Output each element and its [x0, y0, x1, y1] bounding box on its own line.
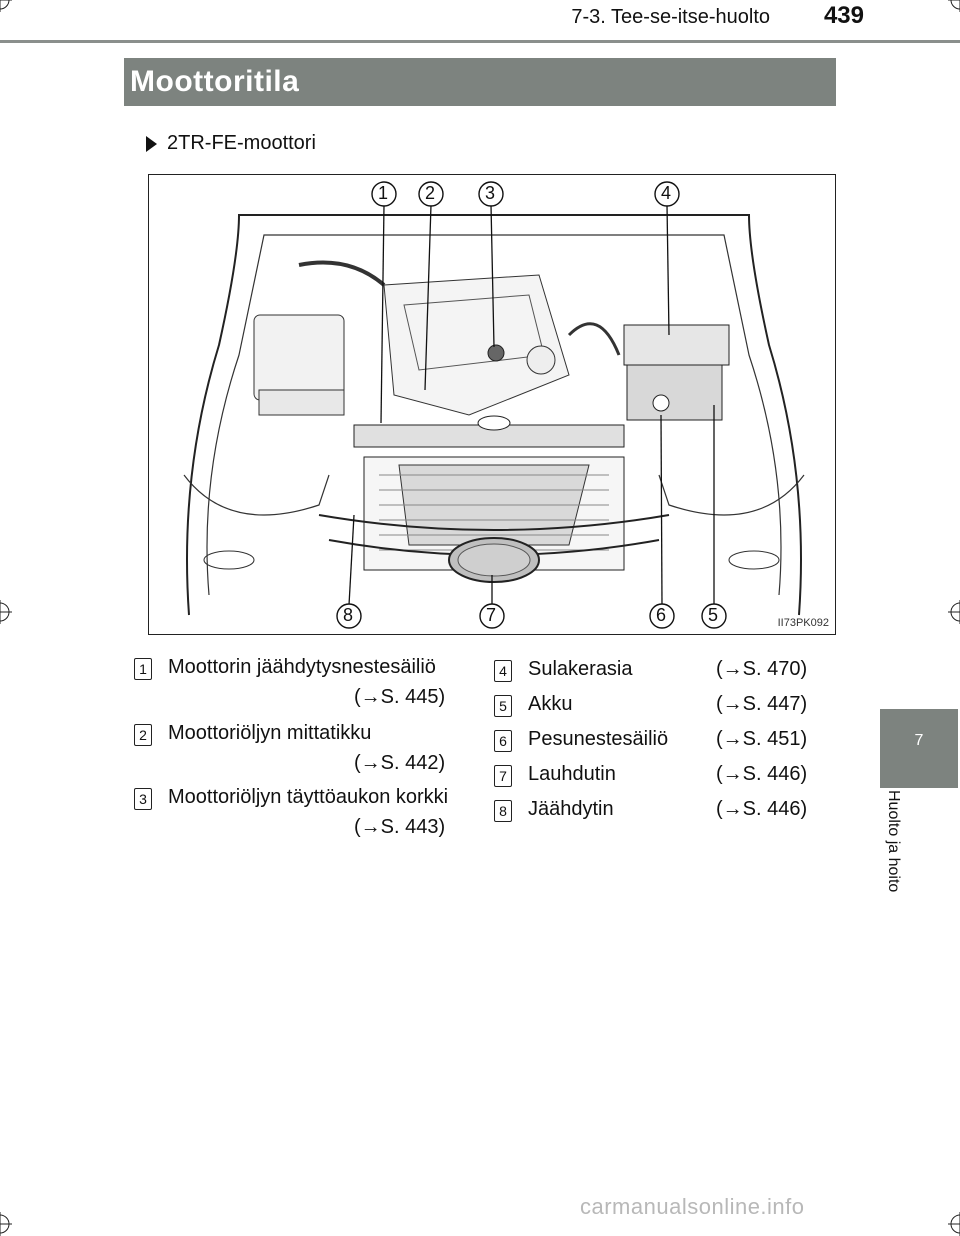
crop-mark-bottom-left — [0, 1212, 12, 1236]
engine-bay-figure: 1 2 3 4 5 6 7 8 II73PK092 — [148, 174, 836, 635]
crop-mark-bottom-right — [948, 1212, 960, 1236]
legend-item-4: 4 Sulakerasia (→S. 470) — [494, 658, 824, 684]
chapter-label-text: Huolto ja hoito — [885, 790, 902, 893]
legend-ref: (→S. 445) — [354, 686, 446, 708]
legend-ref: (→S. 446) — [716, 798, 808, 820]
watermark: carmanualsonline.info — [580, 1194, 805, 1219]
legend-number-box: 8 — [494, 800, 512, 822]
legend-number-box: 6 — [494, 730, 512, 752]
callout-6: 6 — [656, 605, 667, 625]
legend-number-box: 1 — [134, 658, 152, 680]
chapter-tab: 7 — [880, 709, 958, 788]
legend-item-6: 6 Pesunestesäiliö (→S. 451) — [494, 728, 824, 754]
legend-label: Moottoriöljyn täyttöaukon korkki — [168, 786, 449, 808]
triangle-bullet-icon — [146, 135, 157, 152]
legend-ref: (→S. 451) — [716, 728, 808, 750]
figure-code: II73PK092 — [777, 617, 829, 629]
legend-label: Lauhdutin — [528, 763, 616, 785]
callout-1: 1 — [378, 183, 389, 203]
legend-number-box: 7 — [494, 765, 512, 787]
callout-3: 3 — [485, 183, 496, 203]
chapter-label: Huolto ja hoito — [884, 790, 914, 930]
legend-label: Jäähdytin — [528, 798, 614, 820]
legend-label: Akku — [528, 693, 573, 715]
legend-item-3: 3 Moottoriöljyn täyttöaukon korkki (→S. … — [134, 786, 484, 838]
header-rule — [0, 40, 960, 43]
subheading: 2TR-FE-moottori — [146, 132, 316, 155]
engine-bay-illustration — [183, 181, 805, 629]
legend-ref: (→S. 447) — [716, 693, 808, 715]
legend-item-1: 1 Moottorin jäähdytysnestesäiliö (→S. 44… — [134, 656, 474, 708]
legend-label: Moottorin jäähdytysnestesäiliö — [168, 656, 436, 678]
legend-ref: (→S. 442) — [354, 752, 446, 774]
legend-ref: (→S. 446) — [716, 763, 808, 785]
crop-mark-top-left — [0, 0, 12, 12]
legend-label: Moottoriöljyn mittatikku — [168, 722, 372, 744]
legend-item-8: 8 Jäähdytin (→S. 446) — [494, 798, 824, 824]
legend-number-box: 5 — [494, 695, 512, 717]
callout-4: 4 — [661, 183, 672, 203]
legend-number-box: 4 — [494, 660, 512, 682]
legend-item-5: 5 Akku (→S. 447) — [494, 693, 824, 719]
crop-mark-mid-right — [948, 600, 960, 624]
legend-label: Pesunestesäiliö — [528, 728, 669, 750]
callout-7: 7 — [486, 605, 497, 625]
crop-mark-top-right — [948, 0, 960, 12]
page-title: Moottoritila — [124, 58, 836, 106]
legend-number-box: 2 — [134, 724, 152, 746]
callout-2: 2 — [425, 183, 436, 203]
header-section-title: 7-3. Tee-se-itse-huolto — [571, 6, 770, 28]
legend-item-2: 2 Moottoriöljyn mittatikku (→S. 442) — [134, 722, 474, 774]
crop-mark-mid-left — [0, 600, 12, 624]
legend-item-7: 7 Lauhdutin (→S. 446) — [494, 763, 824, 789]
page-number: 439 — [823, 2, 864, 29]
legend-ref: (→S. 470) — [716, 658, 808, 680]
legend-label: Sulakerasia — [528, 658, 633, 680]
callout-5: 5 — [708, 605, 719, 625]
legend-number-box: 3 — [134, 788, 152, 810]
callout-8: 8 — [343, 605, 354, 625]
legend-ref: (→S. 443) — [354, 816, 446, 838]
subheading-text: 2TR-FE-moottori — [167, 132, 316, 154]
